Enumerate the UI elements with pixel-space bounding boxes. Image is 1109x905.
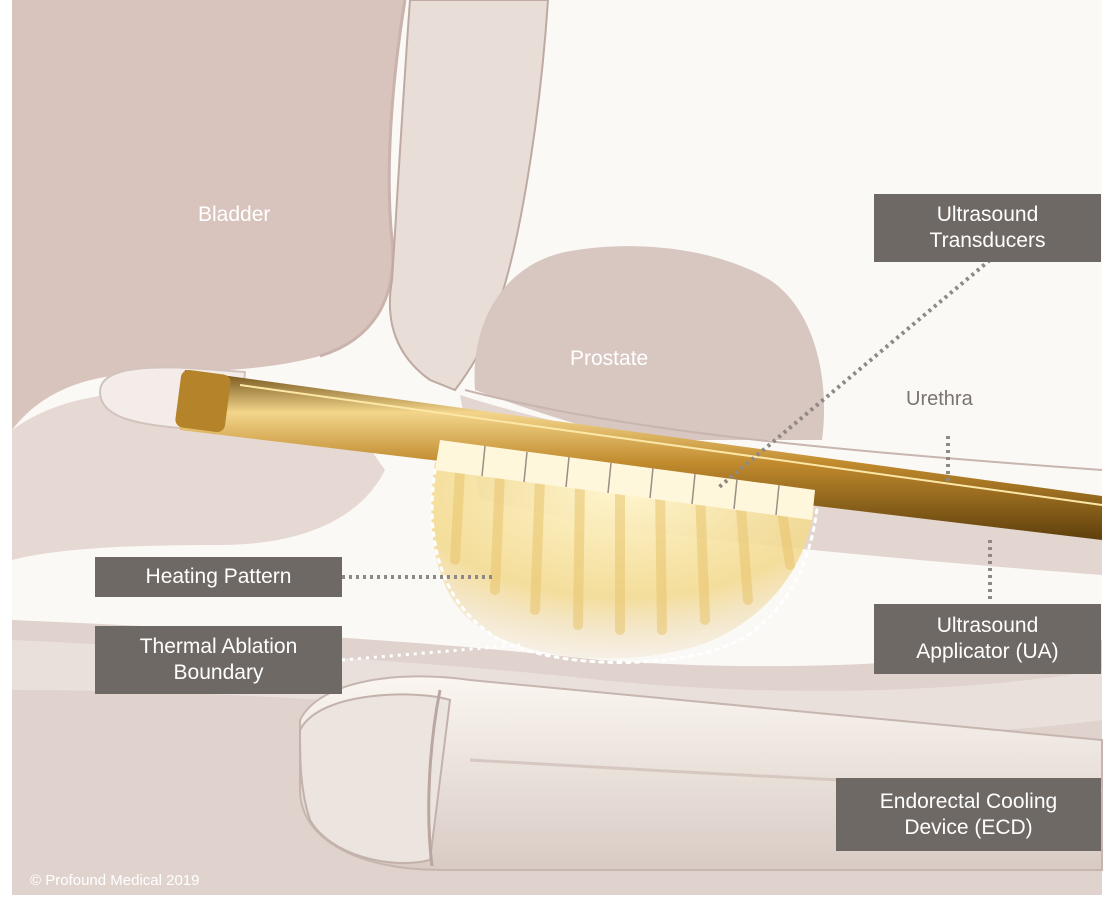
callout-transducers-line2: Transducers (874, 228, 1101, 254)
callout-ablation-line2: Boundary (95, 660, 342, 686)
callout-applicator-line1: Ultrasound (874, 613, 1101, 639)
callout-endorectal-cooling-device: Endorectal Cooling Device (ECD) (836, 778, 1101, 851)
callout-transducers-line1: Ultrasound (874, 202, 1101, 228)
callout-heating-line1: Heating Pattern (95, 564, 342, 590)
bladder-label: Bladder (198, 202, 270, 228)
copyright-notice: © Profound Medical 2019 (30, 872, 200, 890)
callout-applicator-line2: Applicator (UA) (874, 639, 1101, 665)
callout-ultrasound-transducers: Ultrasound Transducers (874, 194, 1101, 262)
callout-ultrasound-applicator: Ultrasound Applicator (UA) (874, 604, 1101, 674)
callout-ablation-line1: Thermal Ablation (95, 634, 342, 660)
callout-thermal-ablation-boundary: Thermal Ablation Boundary (95, 626, 342, 694)
callout-cooling-line2: Device (ECD) (836, 815, 1101, 841)
applicator-collar (174, 369, 231, 433)
callout-cooling-line1: Endorectal Cooling (836, 789, 1101, 815)
urethra-label: Urethra (906, 386, 973, 412)
callout-heating-pattern: Heating Pattern (95, 557, 342, 597)
prostate-label: Prostate (570, 346, 648, 372)
